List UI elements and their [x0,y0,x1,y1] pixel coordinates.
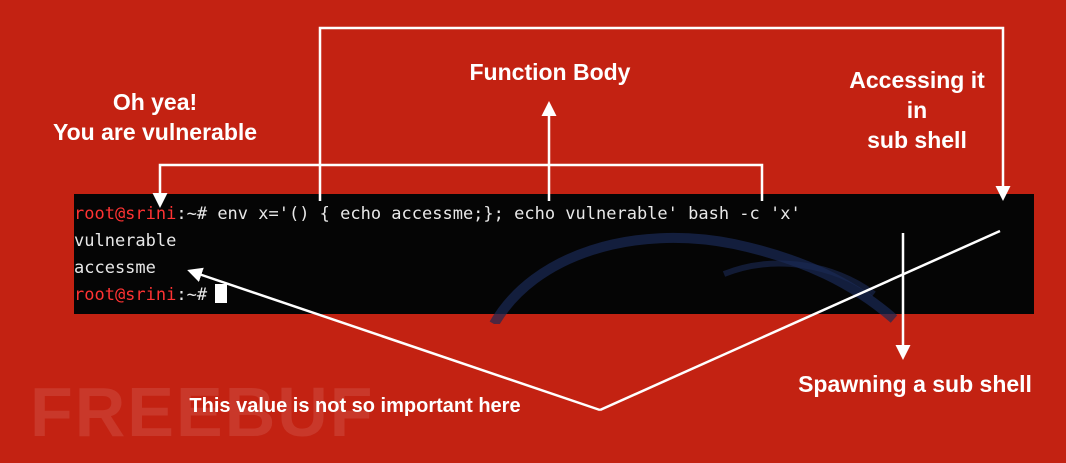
command-line: root@srini:~# env x='() { echo accessme;… [74,204,801,224]
accessing-arrow [318,26,1011,201]
vulnerable-label: Oh yea! You are vulnerable [20,88,290,148]
value-arrow [187,267,601,412]
spawning-subshell-label: Spawning a sub shell [798,371,1032,397]
prompt-suffix-2: :~# [176,285,208,305]
output-line-vulnerable: vulnerable [74,231,177,251]
prompt-user-2: root@srini [74,285,177,305]
dragon-watermark-icon [489,233,898,324]
value-note-label: This value is not so important here [189,395,521,417]
value-arrow-right [599,229,1001,412]
terminal-window: root@srini:~# env x='() { echo accessme;… [74,194,1034,324]
freebuf-watermark: FREEBUF [30,373,375,451]
prompt-suffix: :~# [176,204,208,224]
accessing-label-line1: Accessing it [849,67,985,93]
accessing-label-line3: sub shell [867,126,967,153]
command-text: env x='() { echo accessme;}; echo vulner… [207,204,801,224]
output-line-accessme: accessme [74,258,156,278]
accessing-label-line2: in [906,96,928,123]
prompt-user: root@srini [74,204,177,224]
terminal-cursor [215,284,228,303]
vulnerable-arrow [152,163,764,208]
accessing-subshell-label: Accessing it in sub shell [812,66,1022,156]
function-body-label: Function Body [469,59,631,85]
vulnerable-label-line2: You are vulnerable [52,118,258,145]
prompt-line: root@srini:~# [74,284,228,305]
vulnerable-label-line1: Oh yea! [112,89,198,115]
